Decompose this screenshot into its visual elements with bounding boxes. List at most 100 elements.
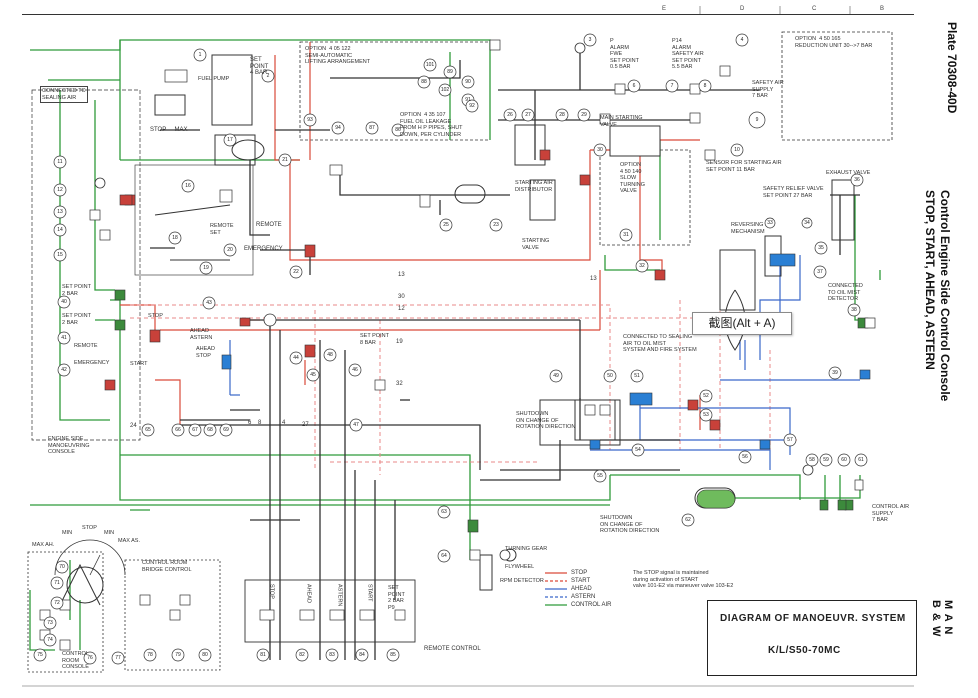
component-number: 65 (145, 427, 151, 433)
exhaust-valve-label: EXHAUST VALVE (826, 170, 871, 176)
component-number: 68 (207, 427, 213, 433)
component-number: 71 (54, 580, 60, 586)
remote-left-label: REMOTE (74, 343, 98, 349)
component-number: 2 (266, 73, 270, 79)
set-point-4bar-label: SET POINT 4 BAR (250, 57, 269, 76)
ahead-astern-lines (229, 255, 860, 470)
lever-mechanism-frame (134, 164, 254, 276)
remote-ahead-label: AHEAD (305, 584, 312, 603)
component-number: 101 (425, 62, 435, 68)
component-number: 70 (59, 564, 65, 570)
stop-max-label: STOP MAX (150, 127, 188, 133)
column-separators (22, 6, 914, 687)
sensor-starting-label: SENSOR FOR STARTING AIR SET POINT 11 BAR (706, 160, 782, 173)
component-number: 12 (57, 187, 63, 193)
component-number: 37 (817, 269, 823, 275)
component-number: 1 (198, 52, 202, 58)
console-label: ENGINE SIDE MANOEUVRING CONSOLE (48, 436, 90, 455)
set-point-p9-label: SET POINT 2 BAR P9 (388, 585, 405, 611)
starting-valve-label: STARTING VALVE (522, 238, 550, 251)
component-number: 62 (685, 517, 691, 523)
svg-text:12: 12 (398, 306, 405, 312)
bridge-max-as-label: MAX AS. (118, 538, 141, 544)
component-number: 36 (854, 177, 860, 183)
component-number: 31 (623, 232, 629, 238)
component-number: 82 (299, 652, 305, 658)
component-number: 39 (832, 370, 838, 376)
component-number: 4 (740, 37, 744, 43)
component-number: 94 (335, 125, 341, 131)
component-number: 8 (703, 83, 707, 89)
svg-text:13: 13 (398, 272, 405, 278)
stop-left-label: STOP (148, 313, 163, 319)
main-starting-valve-label: MAIN STARTING VALVE (600, 115, 643, 128)
control-room-bridge-label: CONTROL ROOM BRIDGE CONTROL (142, 560, 192, 573)
component-number: 42 (61, 367, 67, 373)
component-number: 32 (639, 263, 645, 269)
component-number: 92 (469, 103, 475, 109)
drawing-frame (22, 14, 914, 687)
component-number: 78 (147, 652, 153, 658)
component-number: 27 (525, 112, 531, 118)
svg-text:32: 32 (396, 381, 403, 387)
component-number: 59 (823, 457, 829, 463)
gauges (94, 42, 814, 561)
component-number: 14 (57, 227, 63, 233)
component-number: 84 (359, 652, 365, 658)
svg-text:13: 13 (590, 276, 597, 282)
safety-relief-label: SAFETY RELIEF VALVE SET POINT 27 BAR (763, 186, 824, 199)
control-air-supply-label: CONTROL AIR SUPPLY 7 BAR (872, 504, 910, 523)
component-number: 33 (767, 220, 773, 226)
svg-text:19: 19 (396, 339, 403, 345)
component-number: 50 (607, 373, 613, 379)
component-number: 102 (440, 87, 450, 93)
engine-console-frame (31, 89, 141, 441)
plate-id: Plate 70308-40D (945, 22, 959, 114)
component-number: 58 (809, 457, 815, 463)
component-number: 11 (57, 159, 63, 165)
component-number: 15 (57, 252, 63, 258)
remote-astern-label: ASTERN (336, 584, 343, 607)
component-number: 21 (282, 157, 288, 163)
remote-control-box (244, 579, 416, 643)
component-number: 45 (310, 372, 316, 378)
svg-text:30: 30 (398, 294, 405, 300)
option-slow-turning-label: OPTION 4 50 140 SLOW TURNING VALVE (620, 162, 646, 194)
side-title: Control Engine Side Control Console STOP… (922, 190, 952, 401)
remote-control-label: REMOTE CONTROL (424, 646, 481, 652)
svg-text:6: 6 (248, 420, 252, 426)
component-number: 67 (192, 427, 198, 433)
sealing-air-label: CONNECTED TO SEALING AIR (40, 86, 88, 103)
starting-air-distributor-label: STARTING AIR DISTRIBUTOR (515, 180, 553, 193)
component-callouts (33, 33, 868, 665)
component-number: 20 (227, 247, 233, 253)
component-number: 73 (47, 620, 53, 626)
bridge-max-ah-label: MAX AH. (32, 542, 55, 548)
remote-stop-label: STOP (268, 584, 275, 599)
legend-stop: STOP (571, 570, 588, 576)
component-number: 6 (632, 83, 636, 89)
component-number: 10 (734, 147, 740, 153)
start-left-label: START (130, 361, 148, 367)
control-room-console-label: CONTROL ROOM CONSOLE (62, 651, 89, 670)
component-number: 9 (755, 117, 759, 123)
sealing-fire-label: CONNECTED TO SEALING AIR TO OIL MIST SYS… (623, 334, 697, 353)
component-number: 49 (553, 373, 559, 379)
engine-components (59, 54, 855, 606)
component-number: 25 (443, 222, 449, 228)
component-number: 19 (203, 265, 209, 271)
bridge-min-right-label: MIN (104, 530, 115, 536)
component-number: 61 (858, 457, 864, 463)
legend-astern: ASTERN (571, 594, 596, 600)
legend-ahead: AHEAD (571, 586, 592, 592)
remote-set-label: REMOTE SET (210, 223, 234, 236)
component-number: 55 (597, 473, 603, 479)
screenshot-tooltip: 截图(Alt + A) (692, 312, 792, 335)
emergency-left-label: EMERGENCY (74, 360, 110, 366)
valve-symbols (39, 39, 876, 651)
component-number: 93 (307, 117, 313, 123)
engine-model: K/L/S50-70MC (768, 645, 841, 656)
component-number: 90 (465, 79, 471, 85)
shutdown-note-a: SHUTDOWN ON CHANGE OF ROTATION DIRECTION (516, 411, 576, 430)
